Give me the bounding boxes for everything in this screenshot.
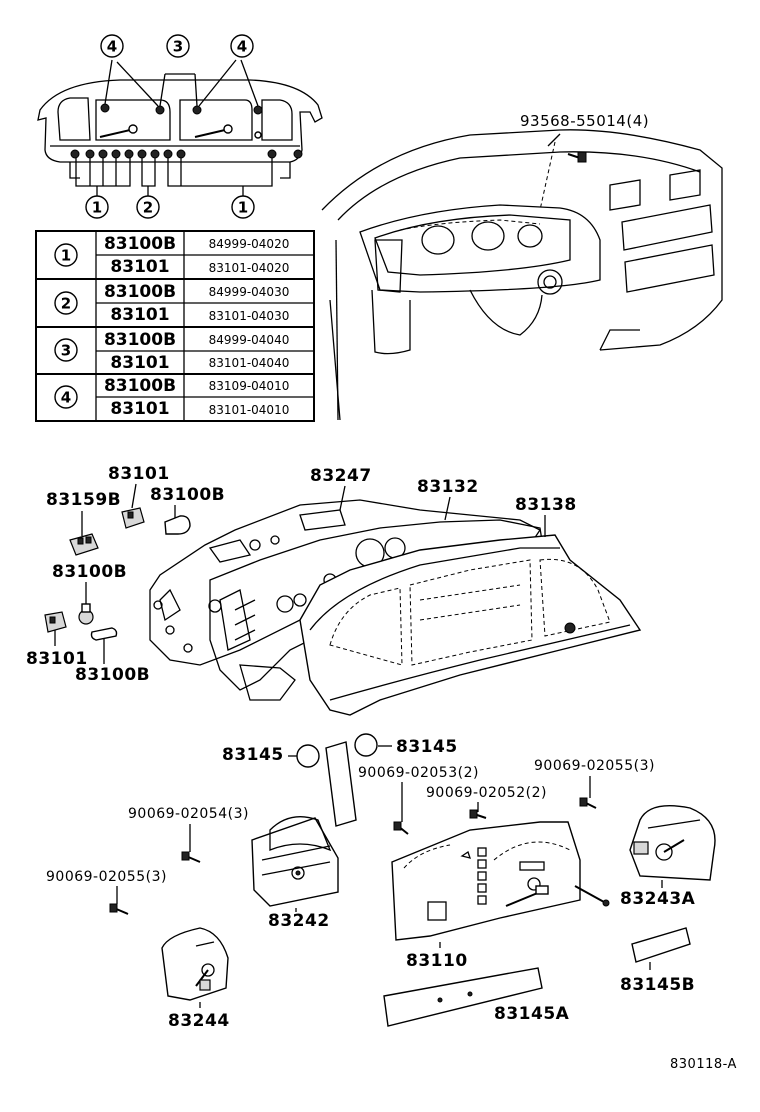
label-90069-02053: 90069-02053(2)	[358, 765, 479, 781]
label-83145-left: 83145	[222, 745, 284, 765]
svg-text:2: 2	[61, 295, 71, 313]
screw-icon	[109, 886, 129, 915]
svg-text:83101-04030: 83101-04030	[209, 309, 290, 323]
svg-text:83100B: 83100B	[104, 282, 176, 302]
label-83145-right: 83145	[396, 737, 458, 757]
callout-1-right: 1	[231, 195, 255, 219]
screw-icon	[393, 782, 409, 835]
svg-text:3: 3	[173, 38, 183, 56]
svg-text:83100B: 83100B	[104, 330, 176, 350]
svg-text:1: 1	[238, 199, 248, 217]
strip-83145A	[383, 967, 543, 1027]
table-row: 4 83100B 83109-04010 83101 83101-04010	[54, 376, 290, 419]
gauge-83243A	[629, 805, 716, 881]
svg-text:83101: 83101	[110, 257, 169, 277]
label-83145B: 83145B	[620, 975, 695, 995]
label-83138: 83138	[515, 495, 577, 515]
plug-83145-left	[296, 744, 320, 768]
callout-4-right: 4	[230, 34, 254, 58]
label-83101-bottom: 83101	[26, 649, 88, 669]
svg-text:4: 4	[237, 38, 247, 56]
bottom-socket-row	[70, 149, 303, 159]
svg-text:84999-04040: 84999-04040	[209, 333, 290, 347]
label-90069-02052: 90069-02052(2)	[426, 785, 547, 801]
label-90069-02055-right: 90069-02055(3)	[534, 758, 655, 774]
bulbs-sockets-left	[44, 507, 191, 641]
svg-text:83100B: 83100B	[104, 376, 176, 396]
screw-icon	[567, 151, 587, 163]
dashboard-install-view: 93568-55014(4)	[321, 112, 723, 421]
svg-text:83101-04020: 83101-04020	[209, 261, 290, 275]
label-93568-55014: 93568-55014(4)	[520, 112, 649, 130]
diagram-id: 830118-A	[670, 1057, 737, 1072]
table-row: 3 83100B 84999-04040 83101 83101-04040	[54, 330, 290, 373]
dial-plate-83110	[391, 821, 610, 941]
svg-text:83101-04010: 83101-04010	[209, 403, 290, 417]
svg-text:83101: 83101	[110, 399, 169, 419]
label-83243A: 83243A	[620, 889, 696, 909]
bulb-83100B-top	[164, 515, 191, 535]
screw-icon	[579, 776, 597, 809]
bulb-socket-83101-top	[121, 507, 145, 529]
strip-plate	[325, 741, 357, 827]
svg-text:1: 1	[92, 199, 102, 217]
label-90069-02054: 90069-02054(3)	[128, 806, 249, 822]
label-83247: 83247	[310, 466, 372, 486]
label-83100B-mid: 83100B	[52, 562, 127, 582]
label-83100B-top: 83100B	[150, 485, 225, 505]
label-83100B-bottom: 83100B	[75, 665, 150, 685]
leader-lines-middle	[54, 483, 546, 664]
svg-text:4: 4	[61, 389, 71, 407]
svg-text:83101: 83101	[110, 353, 169, 373]
plug-83145-right	[354, 733, 378, 757]
callout-1-left: 1	[85, 195, 109, 219]
table-row: 1 83100B 84999-04020 83101 83101-04020	[54, 234, 290, 277]
strip-83145B	[631, 927, 691, 963]
svg-text:1: 1	[61, 247, 71, 265]
bulb-socket-83101-bottom	[44, 611, 67, 633]
svg-text:83109-04010: 83109-04010	[209, 379, 290, 393]
label-83242: 83242	[268, 911, 330, 931]
label-83132: 83132	[417, 477, 479, 497]
bulb-part-table: 1 83100B 84999-04020 83101 83101-04020 2…	[35, 230, 315, 422]
bulb-socket-83159B	[69, 533, 99, 556]
svg-text:83100B: 83100B	[104, 234, 176, 254]
callout-3: 3	[166, 34, 190, 58]
label-83110: 83110	[406, 951, 468, 971]
table-row: 2 83100B 84999-04030 83101 83101-04030	[54, 282, 290, 325]
callout-2: 2	[136, 195, 160, 219]
label-83101-top: 83101	[108, 464, 170, 484]
screw-icon	[181, 824, 201, 863]
svg-text:83101: 83101	[110, 305, 169, 325]
cluster-assembly-exploded	[149, 499, 642, 716]
label-83145A: 83145A	[494, 1004, 570, 1024]
screw-icon	[469, 802, 487, 819]
label-83244: 83244	[168, 1011, 230, 1031]
svg-text:83101-04040: 83101-04040	[209, 356, 290, 370]
svg-text:4: 4	[107, 38, 117, 56]
label-90069-02055-left: 90069-02055(3)	[46, 869, 167, 885]
callout-4-left: 4	[100, 34, 124, 58]
svg-text:84999-04020: 84999-04020	[209, 237, 290, 251]
bulb-holder-83100B-mid	[78, 603, 94, 625]
gauge-83242	[251, 816, 339, 907]
label-83159B: 83159B	[46, 490, 121, 510]
svg-text:3: 3	[61, 342, 71, 360]
bulb-83100B-bottom	[90, 627, 118, 641]
svg-text:84999-04030: 84999-04030	[209, 285, 290, 299]
gauge-83244	[161, 927, 229, 1001]
cluster-back-view: 4 3 4 1 2 1	[37, 34, 323, 219]
svg-text:2: 2	[143, 199, 153, 217]
